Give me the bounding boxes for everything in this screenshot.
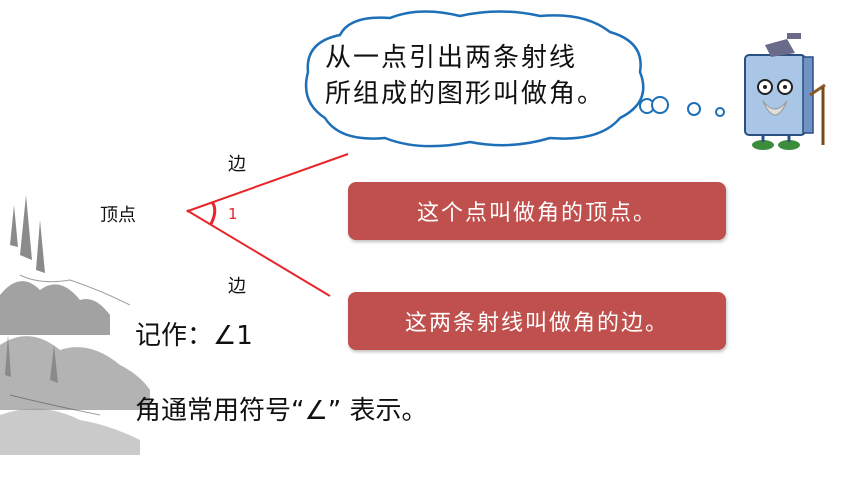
angle-arc (209, 201, 217, 225)
angle-diagram (186, 153, 349, 297)
vertex-label: 顶点 (100, 205, 136, 226)
thought-bubble-dots (651, 96, 725, 117)
side-top-label: 边 (228, 154, 246, 175)
symbol-note: 角通常用符号“∠” 表示。 (135, 396, 428, 426)
side-bottom-label: 边 (228, 276, 246, 297)
angle-side-bottom (187, 210, 331, 297)
ink-landscape-decoration (0, 195, 150, 455)
book-mascot-image (744, 33, 826, 150)
bubble-line-2: 所组成的图形叫做角。 (325, 79, 606, 109)
angle-number-label: 1 (228, 205, 238, 223)
angle-notation: 记作：∠1 (135, 321, 253, 351)
thought-bubble (304, 10, 655, 148)
vertex-description-box: 这个点叫做角的顶点。 (348, 182, 726, 240)
sides-description-box: 这两条射线叫做角的边。 (348, 292, 726, 350)
bubble-line-1: 从一点引出两条射线 (325, 43, 578, 73)
angle-vertex-dot (186, 209, 190, 213)
angle-side-top (187, 153, 349, 212)
